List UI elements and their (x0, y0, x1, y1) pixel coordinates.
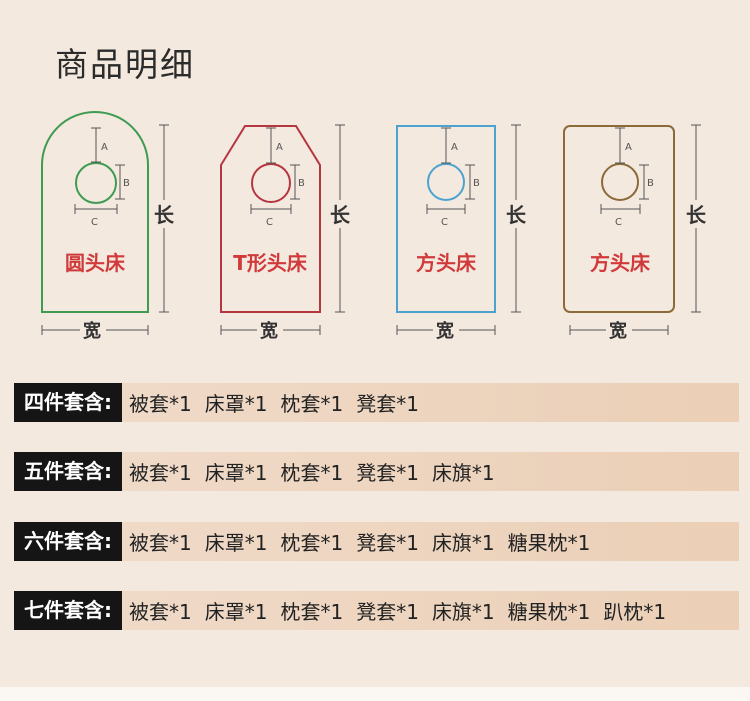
length-label: 长 (686, 203, 707, 227)
package-row-4-piece: 四件套含: 被套*1 床罩*1 枕套*1 凳套*1 (14, 383, 739, 422)
package-item: 床罩*1 (204, 392, 268, 416)
package-items: 被套*1 床罩*1 枕套*1 凳套*1 床旗*1 糖果枕*1 (122, 527, 590, 556)
bottom-strip (0, 687, 750, 701)
package-item: 趴枕*1 (603, 600, 667, 624)
package-item: 床旗*1 (431, 461, 495, 485)
length-label: 长 (154, 203, 175, 227)
bed-shape-diagram: A B C 长 宽 圆头床 A B (41, 111, 709, 342)
shape-t-head: A B C 长 宽 T形头床 (220, 124, 353, 342)
shape-square-head-brown: A B C 长 宽 方头床 (563, 124, 709, 342)
hanger-hole (427, 163, 465, 201)
package-item: 糖果枕*1 (507, 531, 591, 555)
package-item: 床罩*1 (204, 461, 268, 485)
dim-a-label: A (625, 142, 632, 153)
package-item: 凳套*1 (356, 461, 419, 485)
length-label: 长 (330, 203, 351, 227)
shape-outline (220, 125, 321, 313)
dim-b-label: B (473, 178, 480, 189)
hanger-hole (251, 163, 291, 203)
package-name: 四件套含: (14, 383, 122, 422)
package-item: 床旗*1 (431, 600, 495, 624)
width-label: 宽 (436, 320, 454, 342)
package-item: 床旗*1 (431, 531, 495, 555)
package-item: 凳套*1 (356, 600, 419, 624)
dim-a-label: A (451, 142, 458, 153)
hanger-hole (75, 162, 117, 204)
shape-name: 方头床 (590, 251, 651, 275)
shape-outline (563, 125, 675, 313)
shape-outline (41, 111, 149, 313)
dim-b-label: B (298, 178, 305, 189)
width-label: 宽 (260, 320, 278, 342)
shape-round-head: A B C 长 宽 圆头床 (41, 111, 177, 342)
package-name: 五件套含: (14, 452, 122, 491)
width-label: 宽 (609, 320, 627, 342)
shape-outline (396, 125, 496, 313)
package-item: 被套*1 (129, 461, 192, 485)
package-item: 床罩*1 (204, 531, 268, 555)
shape-name: 圆头床 (65, 251, 126, 275)
package-item: 凳套*1 (356, 531, 419, 555)
dim-a-label: A (276, 142, 283, 153)
width-label: 宽 (83, 320, 101, 342)
package-items: 被套*1 床罩*1 枕套*1 凳套*1 (122, 388, 419, 417)
package-item: 被套*1 (129, 600, 192, 624)
package-item: 糖果枕*1 (507, 600, 591, 624)
package-item: 枕套*1 (280, 392, 344, 416)
dim-c-label: C (441, 217, 448, 228)
dim-c-label: C (91, 217, 98, 228)
package-items: 被套*1 床罩*1 枕套*1 凳套*1 床旗*1 糖果枕*1 趴枕*1 (122, 596, 666, 625)
package-item: 被套*1 (129, 531, 192, 555)
package-row-7-piece: 七件套含: 被套*1 床罩*1 枕套*1 凳套*1 床旗*1 糖果枕*1 趴枕*… (14, 591, 739, 630)
package-item: 床罩*1 (204, 600, 268, 624)
shape-name: T形头床 (233, 251, 308, 275)
package-item: 枕套*1 (280, 600, 344, 624)
dim-c-label: C (615, 217, 622, 228)
package-row-6-piece: 六件套含: 被套*1 床罩*1 枕套*1 凳套*1 床旗*1 糖果枕*1 (14, 522, 739, 561)
dim-b-label: B (123, 178, 130, 189)
package-name: 六件套含: (14, 522, 122, 561)
package-item: 枕套*1 (280, 531, 344, 555)
package-item: 凳套*1 (356, 392, 419, 416)
hanger-hole (601, 163, 639, 201)
page-title: 商品明细 (55, 45, 195, 84)
shape-square-head-blue: A B C 长 宽 方头床 (396, 124, 529, 342)
package-item: 被套*1 (129, 392, 192, 416)
package-row-5-piece: 五件套含: 被套*1 床罩*1 枕套*1 凳套*1 床旗*1 (14, 452, 739, 491)
package-item: 枕套*1 (280, 461, 344, 485)
dim-b-label: B (647, 178, 654, 189)
length-label: 长 (506, 203, 527, 227)
shape-name: 方头床 (416, 251, 477, 275)
dim-c-label: C (266, 217, 273, 228)
package-items: 被套*1 床罩*1 枕套*1 凳套*1 床旗*1 (122, 457, 495, 486)
dim-a-label: A (101, 142, 108, 153)
package-name: 七件套含: (14, 591, 122, 630)
